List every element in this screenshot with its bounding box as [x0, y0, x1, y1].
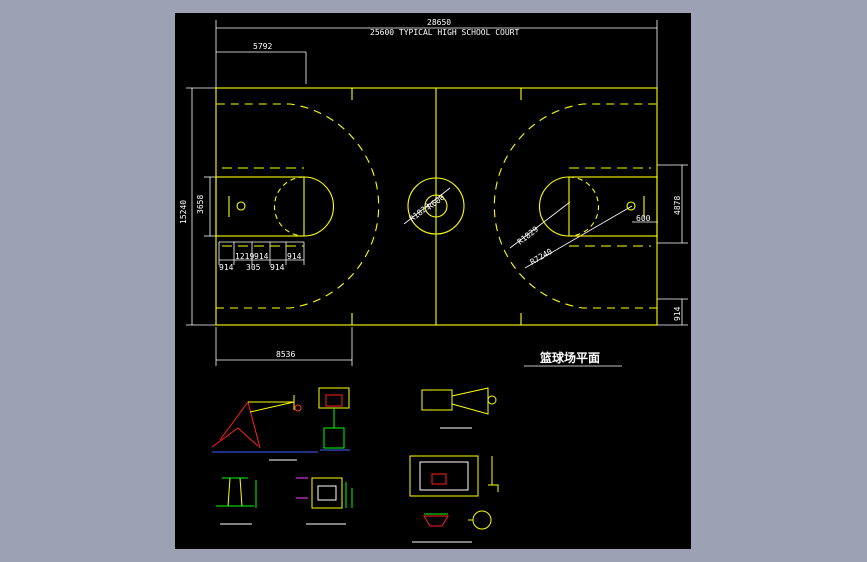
lane-dim-top-1: 1219	[235, 252, 254, 261]
dimension-lines	[186, 20, 688, 367]
lane-dim-bottom-3: 914	[270, 263, 285, 272]
base-detail	[296, 477, 353, 525]
dimension-labels: 28650 25600 TYPICAL HIGH SCHOOL COURT 57…	[179, 18, 682, 359]
hoop-side-elevation	[211, 395, 318, 461]
drawing-sheet	[175, 13, 691, 549]
plan-title: 篮球场平面	[539, 350, 600, 365]
lane-dim-top-2: 914	[254, 252, 269, 261]
lane-dim-bottom-2: 305	[246, 263, 261, 272]
court-title-label: 25600 TYPICAL HIGH SCHOOL COURT	[370, 28, 519, 37]
right-bottom-label: 914	[673, 306, 682, 321]
rim-detail	[412, 510, 492, 543]
hoop-front-elevation	[318, 387, 350, 451]
lane-dim-top-3: 914	[287, 252, 302, 261]
right-small-label: 600	[636, 214, 651, 223]
post-detail	[216, 477, 257, 525]
right-height-label: 4878	[673, 196, 682, 215]
basketball-court	[215, 87, 658, 326]
key-radius-label: R1829	[516, 225, 541, 247]
overall-height-label: 15240	[179, 200, 188, 224]
bottom-offset-label: 8536	[276, 350, 295, 359]
backboard-detail	[409, 455, 499, 497]
detail-drawings	[211, 387, 499, 543]
top-offset-label: 5792	[253, 42, 272, 51]
overall-width-label: 28650	[427, 18, 451, 27]
hoop-plan-view	[421, 387, 497, 429]
lane-width-label: 3658	[196, 195, 205, 214]
lane-dim-bottom-1: 914	[219, 263, 234, 272]
three-point-radius-label: R7240	[529, 247, 555, 267]
